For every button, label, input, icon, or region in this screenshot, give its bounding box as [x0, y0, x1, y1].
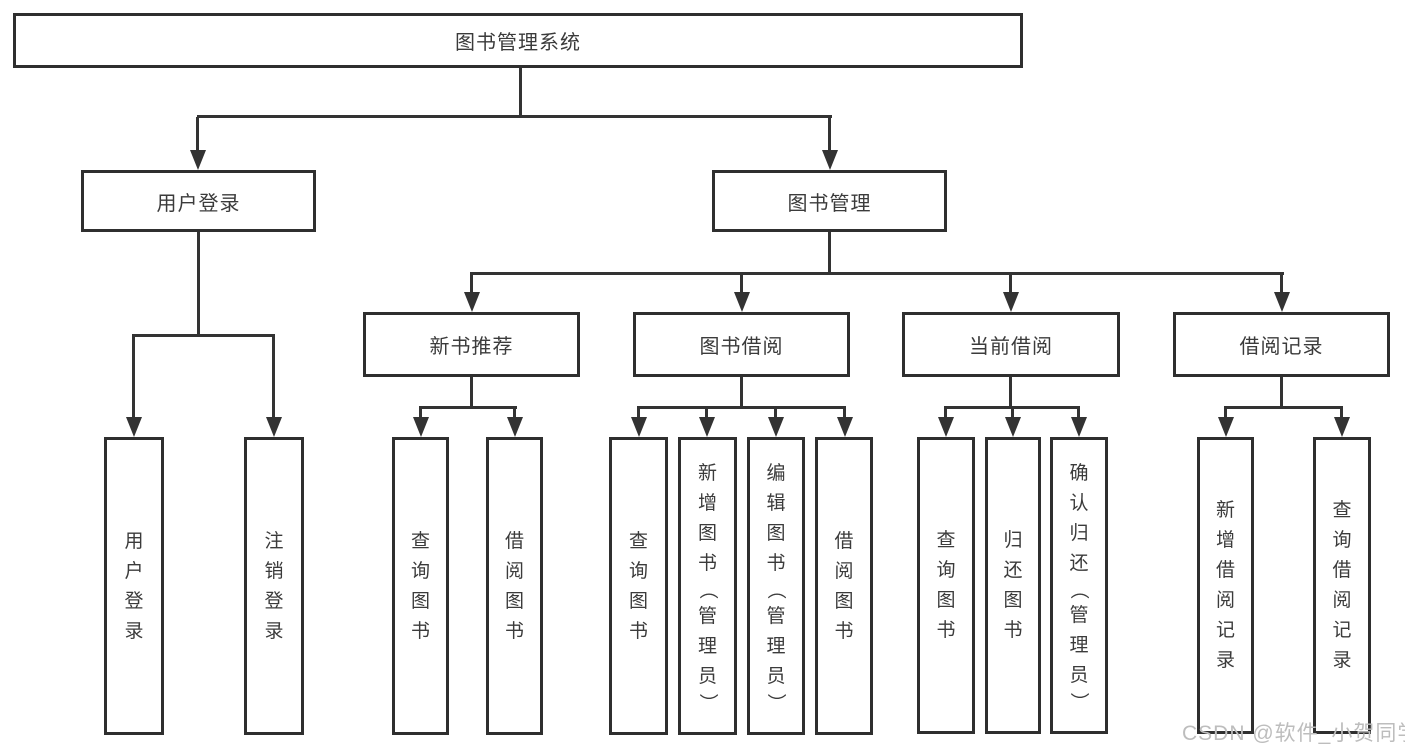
- leaf-newbook-borrow-books: 借阅图书: [486, 437, 543, 735]
- stem-root: [519, 68, 522, 117]
- node-new-book-recommend: 新书推荐: [363, 312, 580, 377]
- leaf-borrow-query-books: 查询图书: [609, 437, 668, 735]
- connector-level3: [470, 272, 1284, 275]
- stem-book-management: [828, 232, 831, 274]
- arrow-to-book-management: [821, 117, 838, 170]
- stem-current-borrowing: [1009, 377, 1012, 408]
- arrow-to-leaf-user-login: [125, 335, 142, 437]
- arrow-newbook-query: [412, 407, 429, 437]
- connector-newbook-leaves: [419, 406, 517, 409]
- arrow-to-user-login: [189, 117, 206, 170]
- leaf-logout-label: 注销登录: [264, 530, 284, 642]
- connector-user-login-children: [132, 334, 275, 337]
- connector-level2: [197, 115, 832, 118]
- leaf-user-login-label: 用户登录: [124, 530, 144, 642]
- stem-new-book-recommend: [470, 377, 473, 408]
- leaf-newbook-query-books: 查询图书: [392, 437, 449, 735]
- arrow-borrow-query: [630, 407, 647, 437]
- node-borrowing-records: 借阅记录: [1173, 312, 1390, 377]
- arrow-to-book-borrowing: [733, 273, 750, 312]
- leaf-borrow-edit-books-admin-label: 编辑图书（管理员）: [765, 463, 787, 712]
- arrow-to-leaf-logout: [265, 335, 282, 437]
- leaf-current-confirm-return-admin: 确认归还（管理员）: [1050, 437, 1108, 734]
- leaf-borrow-add-books-admin-label: 新增图书（管理员）: [697, 463, 719, 712]
- leaf-logout: 注销登录: [244, 437, 304, 735]
- node-book-management: 图书管理: [712, 170, 947, 232]
- leaf-current-return-books: 归还图书: [985, 437, 1041, 734]
- connector-records-leaves: [1224, 406, 1343, 409]
- leaf-borrow-edit-books-admin: 编辑图书（管理员）: [747, 437, 805, 735]
- arrow-borrow-edit: [767, 407, 784, 437]
- leaf-user-login: 用户登录: [104, 437, 164, 735]
- arrow-newbook-borrow: [506, 407, 523, 437]
- stem-book-borrowing: [740, 377, 743, 408]
- leaf-current-query-books-label: 查询图书: [936, 530, 956, 641]
- arrow-to-current-borrowing: [1002, 273, 1019, 312]
- leaf-newbook-borrow-books-label: 借阅图书: [504, 530, 524, 642]
- arrow-borrow-add: [698, 407, 715, 437]
- leaf-borrow-query-books-label: 查询图书: [628, 530, 648, 642]
- arrow-records-query: [1333, 407, 1350, 437]
- leaf-records-query-record: 查询借阅记录: [1313, 437, 1371, 734]
- leaf-records-query-record-label: 查询借阅记录: [1332, 500, 1352, 671]
- arrow-to-new-book-recommend: [463, 273, 480, 312]
- arrow-to-borrowing-records: [1273, 273, 1290, 312]
- leaf-borrow-borrow-books-label: 借阅图书: [834, 530, 854, 642]
- node-user-login: 用户登录: [81, 170, 316, 232]
- connector-borrow-leaves: [637, 406, 846, 409]
- arrow-borrow-borrow: [836, 407, 853, 437]
- watermark: CSDN @软件_小贺同学: [1182, 722, 1405, 745]
- arrow-records-add: [1217, 407, 1234, 437]
- leaf-records-add-record-label: 新增借阅记录: [1215, 500, 1235, 671]
- node-current-borrowing: 当前借阅: [902, 312, 1120, 377]
- arrow-current-return: [1004, 407, 1021, 437]
- leaf-borrow-add-books-admin: 新增图书（管理员）: [678, 437, 737, 735]
- leaf-current-return-books-label: 归还图书: [1003, 530, 1023, 641]
- leaf-newbook-query-books-label: 查询图书: [410, 530, 430, 642]
- node-library-system: 图书管理系统: [13, 13, 1023, 68]
- leaf-current-confirm-return-admin-label: 确认归还（管理员）: [1068, 462, 1090, 712]
- leaf-current-query-books: 查询图书: [917, 437, 975, 734]
- arrow-current-query: [937, 407, 954, 437]
- arrow-current-confirm: [1070, 407, 1087, 437]
- leaf-records-add-record: 新增借阅记录: [1197, 437, 1254, 734]
- node-book-borrowing: 图书借阅: [633, 312, 850, 377]
- stem-borrowing-records: [1280, 377, 1283, 408]
- leaf-borrow-borrow-books: 借阅图书: [815, 437, 873, 735]
- stem-user-login: [197, 232, 200, 336]
